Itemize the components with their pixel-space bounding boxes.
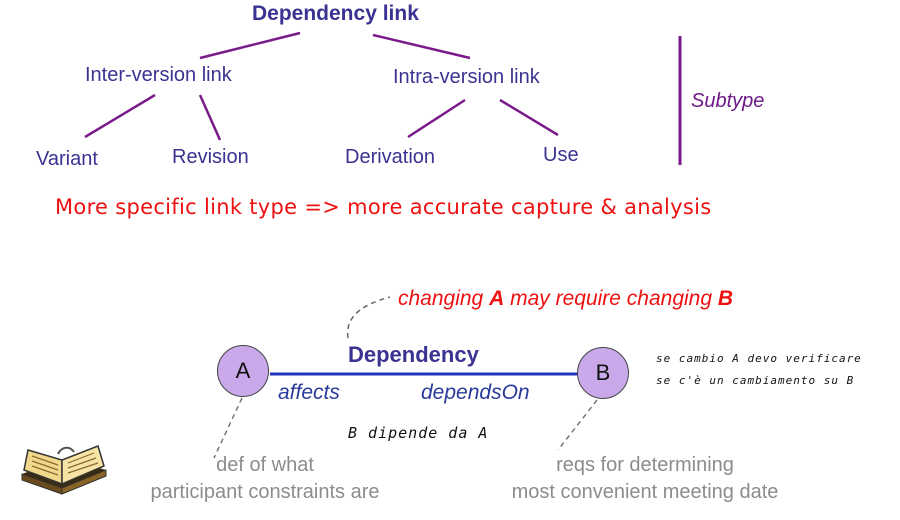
inter-version-label: Inter-version link <box>85 64 232 86</box>
revision-label: Revision <box>172 146 249 168</box>
derivation-label: Derivation <box>345 146 436 168</box>
node-b: B <box>577 347 629 399</box>
book-icon <box>18 444 110 500</box>
node-a: A <box>217 345 269 397</box>
note-b-line2: most convenient meeting date <box>511 481 779 503</box>
handwritten-note-under: B dipende da A <box>348 424 489 442</box>
callout-a: A <box>489 287 505 310</box>
tree-line-use <box>499 98 559 137</box>
tree-line-derivation <box>407 98 466 139</box>
note-b-line1: reqs for determining <box>556 454 734 476</box>
note-a-line1: def of what <box>216 454 314 476</box>
tree-line-root-right <box>372 33 471 60</box>
handwritten-note-right-1: se cambio A devo verificare <box>656 352 862 365</box>
callout-dash <box>346 296 391 339</box>
callout-mid: may require changing <box>504 287 718 310</box>
specific-link-note: More specific link type => more accurate… <box>55 195 712 219</box>
tree-line-root-left <box>199 31 301 60</box>
intra-version-label: Intra-version link <box>393 66 540 88</box>
subtype-label: Subtype <box>691 90 765 112</box>
tree-line-variant <box>84 93 156 139</box>
note-b: reqs for determining most convenient mee… <box>480 452 810 506</box>
callout-b: B <box>717 287 734 310</box>
dependency-title: Dependency <box>348 342 479 367</box>
callout-prefix: changing <box>398 287 490 310</box>
variant-label: Variant <box>36 148 98 170</box>
tree-line-revision <box>198 94 222 141</box>
handwritten-note-right-2: se c'è un cambiamento su B <box>656 374 855 387</box>
note-b-dash <box>557 399 598 451</box>
note-a-line2: participant constraints are <box>150 481 380 503</box>
change-callout: changing A may require changing B <box>398 287 733 311</box>
use-label: Use <box>543 144 579 166</box>
role-affects: affects <box>278 381 340 404</box>
note-a: def of what participant constraints are <box>120 452 410 506</box>
note-a-dash <box>213 397 243 459</box>
root-label: Dependency link <box>252 2 419 25</box>
role-depends-on: dependsOn <box>421 381 530 404</box>
